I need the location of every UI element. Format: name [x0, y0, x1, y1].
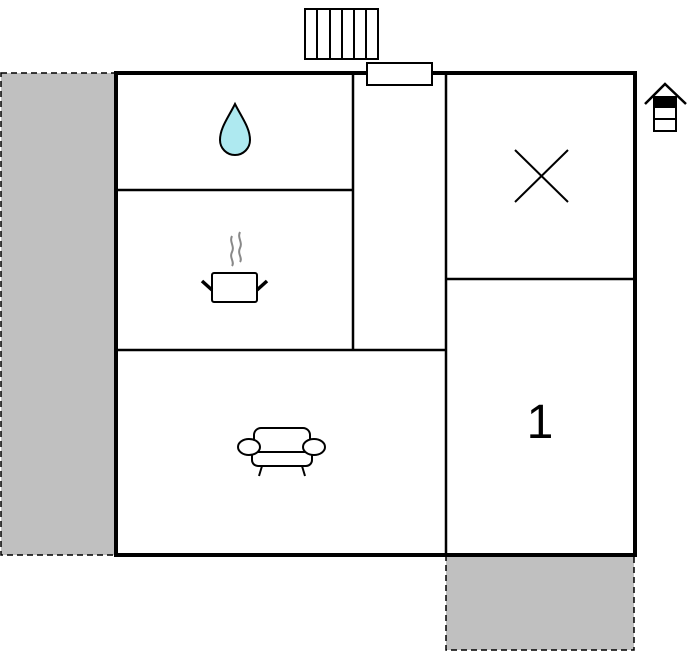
- cross-icon: [514, 149, 569, 203]
- cooking-pot-icon: [200, 231, 269, 303]
- outer-wall: [114, 71, 637, 557]
- terrace-left: [0, 72, 117, 556]
- water-drop-icon: [218, 101, 252, 156]
- interior-walls: [116, 73, 635, 555]
- terrace-bottom: [445, 554, 635, 651]
- stairs-icon: [304, 8, 379, 60]
- window-icon: [366, 62, 433, 86]
- north-arrow-icon: [644, 82, 687, 132]
- bedroom-label: 1: [527, 396, 554, 449]
- sofa-icon: [237, 427, 326, 477]
